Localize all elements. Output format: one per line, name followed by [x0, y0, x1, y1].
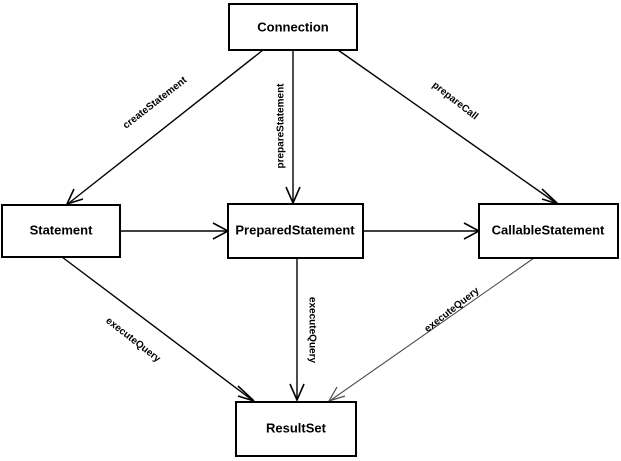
edge-connection-to-prepared-statement — [285, 50, 301, 205]
node-result-set[interactable]: ResultSet — [235, 401, 357, 457]
edge-label-create-statement: createStatement — [121, 74, 190, 131]
node-label-prepared-statement: PreparedStatement — [235, 222, 355, 237]
edge-label-prepare-statement: prepareStatement — [276, 83, 287, 169]
edge-label-prepare-call: prepareCall — [430, 80, 480, 123]
node-prepared-statement[interactable]: PreparedStatement — [227, 203, 364, 259]
edge-statement-to-prepared-statement — [120, 222, 230, 240]
edge-label-execute-query-statement: executeQuery — [103, 315, 162, 365]
edge-prepared-statement-to-result-set — [289, 258, 305, 402]
node-callable-statement[interactable]: CallableStatement — [478, 203, 619, 259]
node-label-result-set: ResultSet — [266, 420, 327, 435]
edge-connection-to-statement — [65, 49, 264, 206]
node-label-statement: Statement — [30, 222, 94, 237]
node-connection[interactable]: Connection — [228, 3, 358, 51]
edge-label-execute-query-prepared-statement: executeQuery — [306, 297, 317, 364]
edge-label-execute-query-callable-statement: executeQuery — [423, 285, 482, 335]
node-statement[interactable]: Statement — [1, 204, 121, 258]
edge-connection-to-callable-statement — [337, 49, 559, 205]
edge-statement-to-result-set — [61, 256, 255, 402]
node-label-callable-statement: CallableStatement — [492, 222, 605, 237]
node-label-connection: Connection — [257, 19, 329, 34]
edge-prepared-statement-to-callable-statement — [363, 222, 481, 240]
